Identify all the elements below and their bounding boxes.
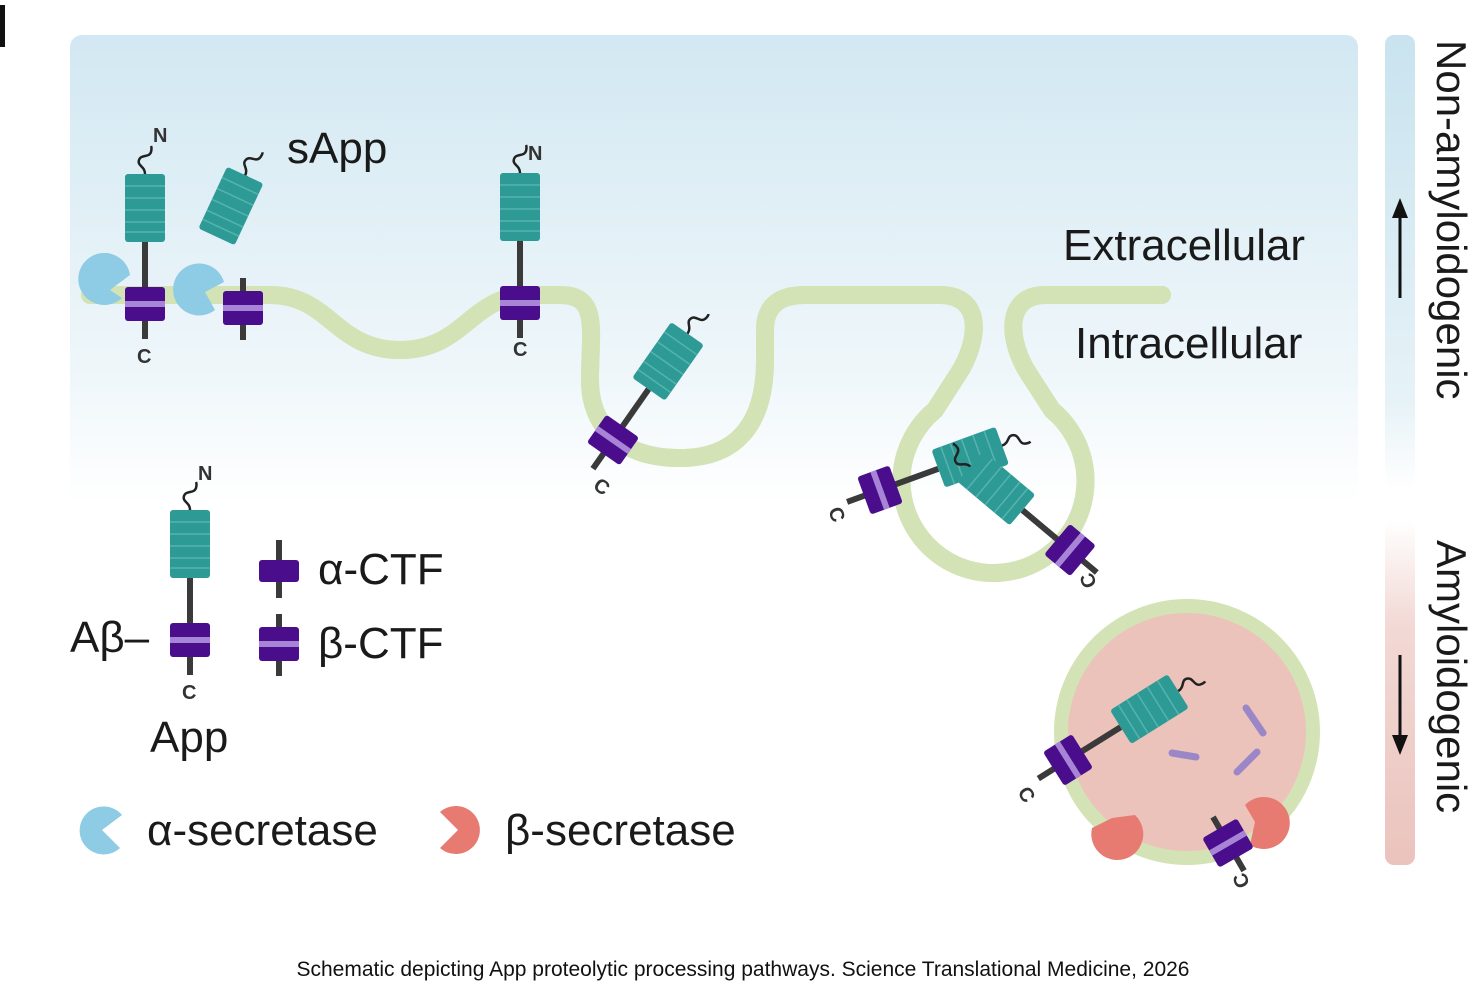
intracellular-label: Intracellular [1075,319,1302,368]
c-terminus-label: C [513,339,527,361]
legend: N C Aβ– App α-CTF β-CTF α-secretase β-se… [70,463,736,855]
c-terminus-label: C [823,504,849,525]
c-terminus-label: C [137,346,151,368]
arrow-up-icon [1392,198,1408,298]
amyloidogenic-label: Amyloidogenic [1428,540,1474,813]
sapp-label: sApp [287,124,387,173]
legend-beta-ctf-icon [259,614,299,676]
c-terminus-label: C [1229,870,1255,891]
alpha-secretase-icon [173,263,224,316]
beta-secretase-icon [1091,815,1144,861]
c-terminus-label: C [1076,570,1102,591]
sapp-fragment [197,140,277,247]
legend-beta-secretase-icon [440,806,480,855]
legend-abeta-label: Aβ– [70,613,150,662]
legend-alpha-ctf-icon [259,540,299,598]
legend-app-label: App [150,713,228,762]
n-terminus-label: N [528,143,542,165]
non-amyloidogenic-label: Non-amyloidogenic [1428,40,1474,400]
arrow-down-icon [1392,655,1408,755]
legend-alpha-secretase-icon [79,806,122,855]
legend-alpha-secretase-label: α-secretase [147,806,378,855]
n-terminus-label: N [153,125,167,147]
legend-app-icon [170,482,210,675]
abeta-fragments [1168,704,1267,776]
beta-secretase-icon [1245,796,1290,849]
extracellular-label: Extracellular [1063,221,1305,270]
n-terminus-label: N [198,463,212,485]
c-terminus-label: C [1013,783,1039,807]
c-terminus-label: C [182,682,196,704]
legend-beta-ctf-label: β-CTF [318,619,444,668]
panel-letter-fragment [0,5,5,47]
legend-alpha-ctf-label: α-CTF [318,545,444,594]
extracellular-background [70,35,1358,505]
legend-beta-secretase-label: β-secretase [505,806,736,855]
figure-caption: Schematic depicting App proteolytic proc… [296,958,1189,981]
amyloidogenic-endosome [1054,599,1320,865]
alpha-secretase-icon [78,252,130,305]
